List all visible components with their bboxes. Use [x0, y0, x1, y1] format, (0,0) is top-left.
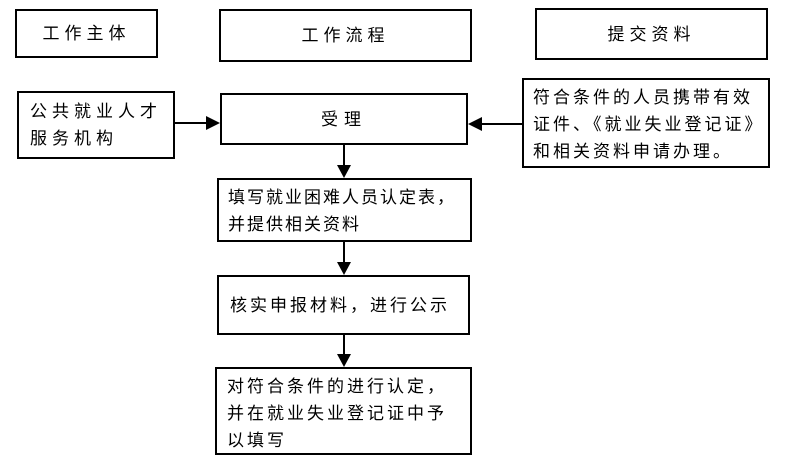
node-agency: 公共就业人才服务机构 — [17, 91, 175, 159]
arrow-line — [343, 335, 345, 355]
arrowhead-down-icon — [337, 165, 351, 178]
arrow-line — [343, 145, 345, 166]
arrowhead-down-icon — [337, 262, 351, 275]
node-verify: 核实申报材料，进行公示 — [217, 275, 470, 335]
arrow-line — [482, 123, 522, 125]
header-work-flow: 工作流程 — [219, 9, 472, 62]
arrowhead-right-icon — [206, 116, 220, 130]
node-accept: 受理 — [220, 93, 468, 145]
header-work-subject: 工作主体 — [15, 9, 158, 58]
arrow-line — [175, 122, 207, 124]
arrowhead-down-icon — [337, 354, 351, 367]
node-applicant: 符合条件的人员携带有效证件、《就业失业登记证》和相关资料申请办理。 — [522, 78, 770, 168]
header-submit-materials: 提交资料 — [535, 8, 768, 60]
arrow-line — [343, 242, 345, 263]
node-confirm: 对符合条件的进行认定，并在就业失业登记证中予以填写 — [215, 367, 472, 455]
arrowhead-left-icon — [468, 117, 482, 131]
node-fill-form: 填写就业困难人员认定表，并提供相关资料 — [217, 178, 472, 242]
